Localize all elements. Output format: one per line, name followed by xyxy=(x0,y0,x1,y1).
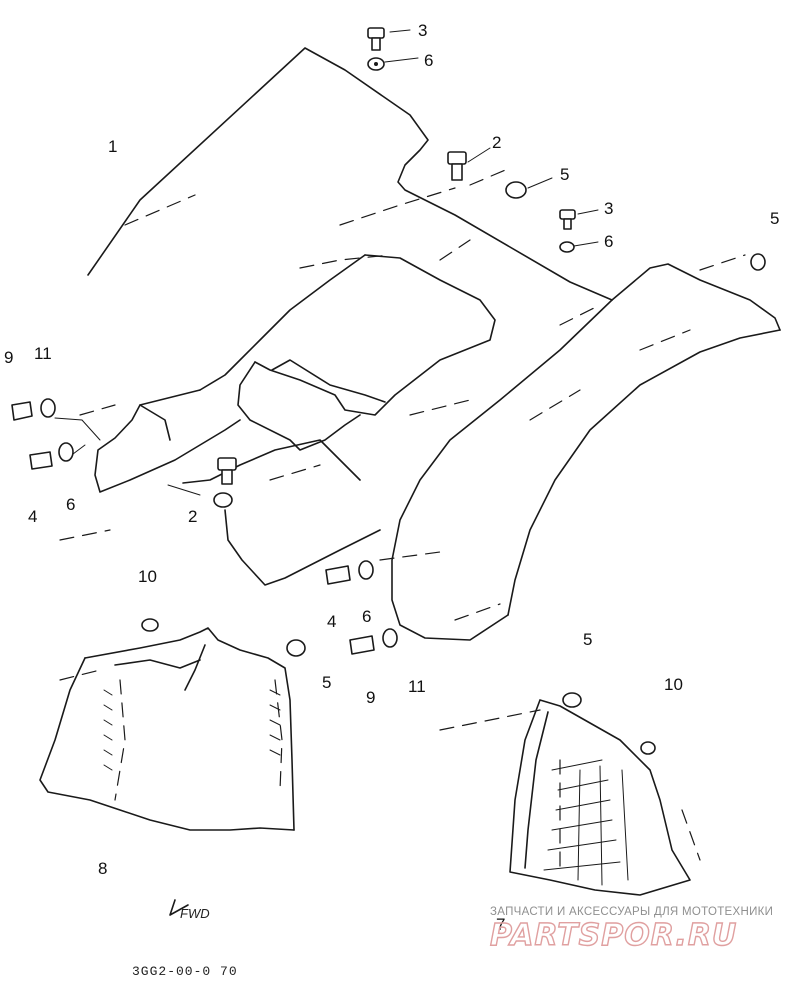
fastener-nut-5a xyxy=(505,181,527,199)
fastener-washer-6b xyxy=(559,241,575,253)
label-part-4-left: 4 xyxy=(28,507,37,526)
fastener-screw-mid-upper xyxy=(325,560,374,585)
fwd-arrow-icon xyxy=(169,899,189,916)
label-part-10-right: 10 xyxy=(664,675,683,694)
label-part-2-upper: 2 xyxy=(492,133,501,152)
label-part-9-mid: 9 xyxy=(366,688,375,707)
label-part-5-mid: 5 xyxy=(322,673,331,692)
label-part-5-upper: 5 xyxy=(560,165,569,184)
rear-fender-part xyxy=(54,29,781,641)
label-part-6-top: 6 xyxy=(424,51,433,70)
left-mud-guard-part xyxy=(39,627,295,831)
label-part-6-left: 6 xyxy=(66,495,75,514)
drawing-code: 3GG2-00-0 70 xyxy=(132,964,238,979)
label-part-11-left: 11 xyxy=(34,344,52,363)
fastener-washer-top xyxy=(367,57,385,71)
label-part-5-right: 5 xyxy=(770,209,779,228)
label-part-9-left: 9 xyxy=(4,348,13,367)
label-part-2-lower: 2 xyxy=(188,507,197,526)
label-part-3-right: 3 xyxy=(604,199,613,218)
label-part-11-mid: 11 xyxy=(408,677,426,696)
label-part-8: 8 xyxy=(98,859,107,878)
fastener-bolt-2a xyxy=(447,151,467,181)
label-part-4-mid: 4 xyxy=(327,612,336,631)
watermark-caption: ЗАПЧАСТИ И АКСЕССУАРЫ ДЛЯ МОТОТЕХНИКИ xyxy=(490,906,773,918)
watermark-logo: PARTSPOR.RU xyxy=(490,918,737,953)
label-part-5-lower: 5 xyxy=(583,630,592,649)
fastener-screw-mid-lower xyxy=(349,628,398,655)
label-part-3-top: 3 xyxy=(418,21,427,40)
label-part-10-left: 10 xyxy=(138,567,157,586)
fastener-screw-left-upper xyxy=(11,398,56,421)
fastener-bolt-top xyxy=(367,27,385,51)
fastener-nut-5b xyxy=(750,253,766,271)
label-part-6-right: 6 xyxy=(604,232,613,251)
right-mud-flap-part xyxy=(439,699,701,896)
fastener-bolt-2b xyxy=(213,457,237,508)
fwd-label: FWD xyxy=(180,906,210,921)
label-part-7: 7 xyxy=(496,915,505,934)
fastener-nut-guard-left xyxy=(141,618,306,657)
label-part-6-mid: 6 xyxy=(362,607,371,626)
fastener-nut-guard-right xyxy=(562,692,656,755)
label-part-1: 1 xyxy=(108,137,117,156)
fastener-bolt-3b xyxy=(559,209,576,230)
fastener-screw-left-lower xyxy=(29,442,74,470)
